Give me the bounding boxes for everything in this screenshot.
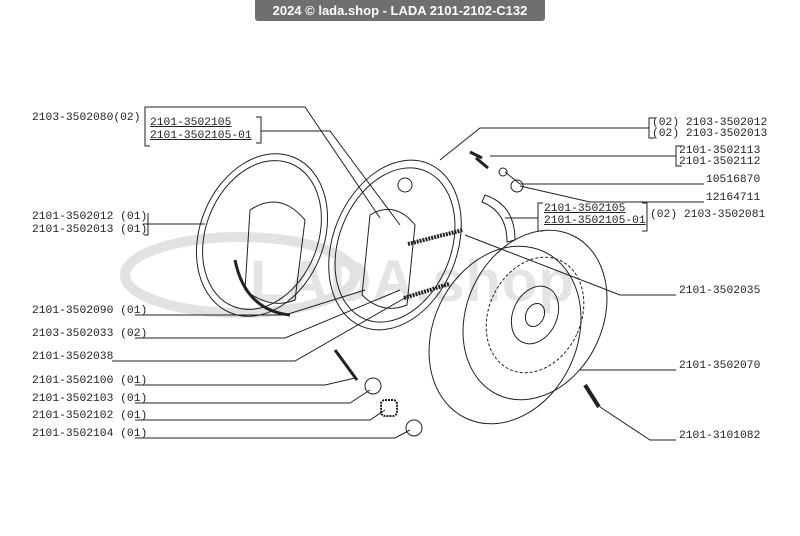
part-label[interactable]: 2101-3502112 [679, 156, 761, 168]
spring-lower [403, 282, 450, 300]
leader [135, 409, 386, 421]
part-label[interactable]: 10516870 [706, 174, 761, 186]
part-label[interactable]: (02) 2103-3502081 [650, 209, 766, 221]
part-label[interactable]: 12164711 [706, 192, 761, 204]
pin [333, 349, 359, 381]
part-label[interactable]: 2101-3502103 (01) [32, 393, 148, 405]
part-label[interactable]: 2101-3502104 (01) [32, 428, 148, 440]
part-label[interactable]: 2101-3502102 (01) [32, 410, 148, 422]
part-label[interactable]: (02) 2103-3502012 [652, 117, 768, 129]
part-label[interactable]: 2101-3502090 (01) [32, 305, 148, 317]
part-label[interactable]: 2101-3502038 [32, 351, 114, 363]
bleeder-valve [583, 383, 601, 409]
left-backing-plate [195, 153, 329, 317]
bracket [144, 213, 149, 236]
part-label[interactable]: 2101-3502105-01 [150, 130, 252, 142]
part-label[interactable]: 2101-3502105 [544, 203, 626, 215]
nut [510, 179, 524, 193]
spring-small [380, 399, 398, 417]
leader [599, 406, 676, 441]
leader [135, 289, 366, 316]
leader [135, 289, 401, 339]
leader [261, 130, 401, 226]
leader [464, 234, 676, 296]
part-label[interactable]: 2103-3502033 (02) [32, 328, 148, 340]
bracket-right-box [537, 202, 648, 232]
leader [504, 171, 704, 185]
part-label[interactable]: 2101-3502013 (01) [32, 224, 148, 236]
spring-upper [407, 228, 464, 246]
part-label[interactable]: 2101-3502012 (01) [32, 211, 148, 223]
leader [439, 127, 649, 161]
right-backing-plate [328, 159, 462, 331]
brake-shoe [481, 194, 516, 243]
part-label[interactable]: 2101-3101082 [679, 430, 761, 442]
brake-drum [428, 229, 608, 425]
part-label[interactable]: 2103-3502080(02) [32, 112, 141, 124]
leader [135, 429, 411, 439]
part-label[interactable]: 2101-3502035 [679, 285, 761, 297]
part-label[interactable]: 2101-3502105 [150, 117, 232, 129]
watermark-oval [120, 232, 360, 318]
bolt [469, 150, 489, 170]
leader [146, 106, 381, 219]
leader [519, 185, 704, 203]
cup [364, 377, 382, 395]
retaining-washer [405, 419, 423, 437]
part-label[interactable]: 2101-3502100 (01) [32, 375, 148, 387]
part-label[interactable]: 2101-3502070 [679, 360, 761, 372]
page-title: 2024 © lada.shop - LADA 2101-2102-C132 [255, 0, 545, 21]
washer [498, 167, 508, 177]
leader [135, 389, 371, 404]
part-label[interactable]: 2101-3502105-01 [544, 215, 646, 227]
part-label[interactable]: 2101-3502113 [679, 145, 761, 157]
part-label[interactable]: (02) 2103-3502013 [652, 128, 768, 140]
leader [135, 377, 356, 386]
leader [112, 294, 411, 362]
